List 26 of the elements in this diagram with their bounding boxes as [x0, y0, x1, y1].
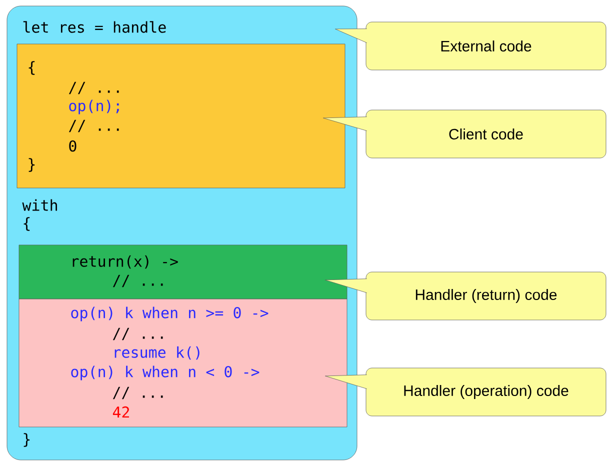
callout-box: External code — [366, 22, 606, 70]
code-line: { — [24, 217, 30, 231]
callout-box: Client code — [366, 110, 606, 158]
code-line: // ... — [68, 120, 119, 132]
code-line: // ... — [112, 386, 163, 400]
code-line: return(x) -> — [72, 255, 178, 269]
code-line: } — [28, 158, 35, 172]
code-line: } — [24, 433, 30, 447]
code-line: op(n); — [69, 100, 119, 114]
code-line: 42 — [112, 406, 129, 418]
callout-box: Handler (return) code — [366, 272, 606, 320]
code-line: // ... — [68, 82, 119, 94]
code-line: let res = handle — [23, 21, 166, 33]
code-line: { — [28, 61, 35, 75]
callout-box: Handler (operation) code — [366, 368, 606, 416]
code-line: op(n) k when n < 0 -> — [71, 366, 260, 380]
callout-tail — [325, 374, 367, 389]
code-line: op(n) k when n >= 0 -> — [71, 306, 268, 322]
code-line: // ... — [112, 328, 163, 340]
code-line: // ... — [112, 274, 163, 288]
callout-tail — [335, 28, 367, 43]
callout-tail — [323, 116, 367, 131]
callout-tail — [325, 278, 367, 293]
code-line: resume k() — [114, 346, 200, 360]
code-line: with — [22, 199, 57, 211]
code-line: 0 — [69, 140, 76, 152]
